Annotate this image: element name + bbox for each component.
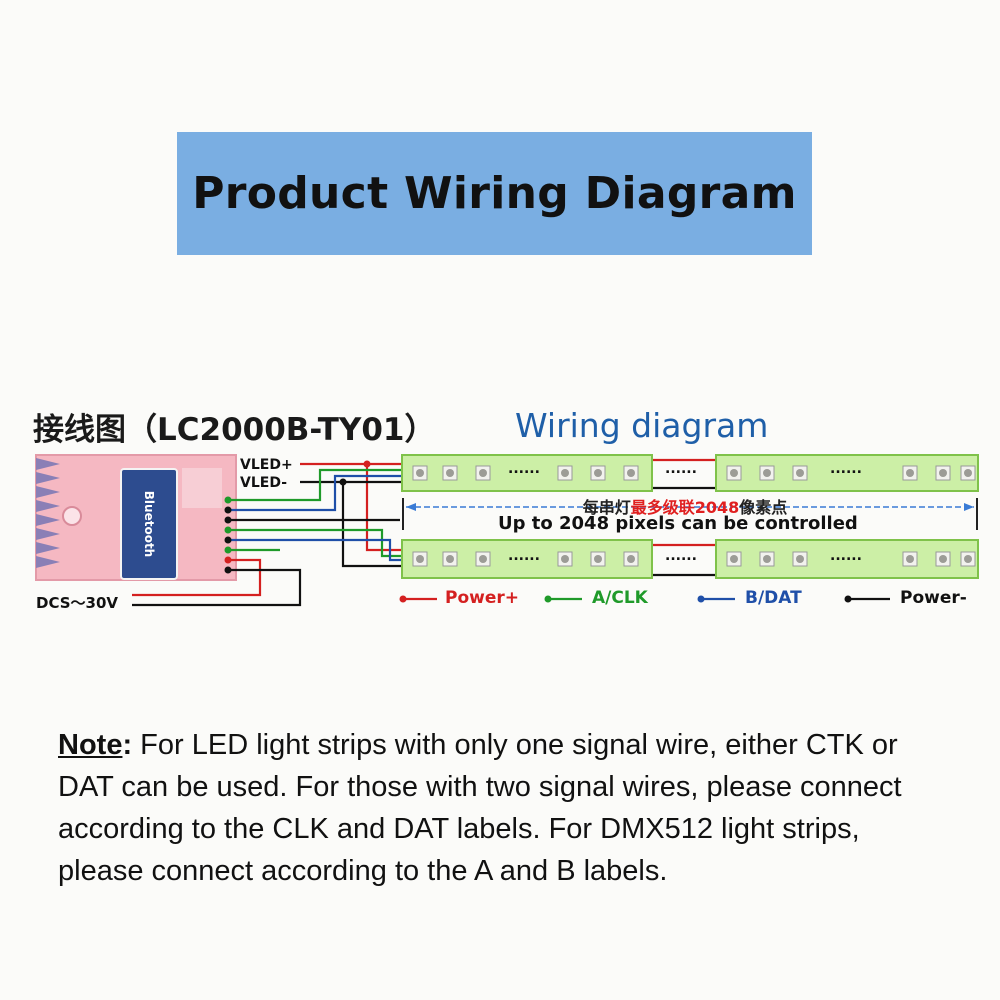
diagram-title-cn: 接线图（LC2000B-TY01） bbox=[33, 412, 436, 448]
led-chip-lens bbox=[939, 555, 947, 563]
led-chip-lens bbox=[796, 469, 804, 477]
mounting-hole bbox=[62, 506, 82, 526]
led-chip-lens bbox=[561, 555, 569, 563]
legend-a-clk: A/CLK bbox=[592, 588, 648, 608]
pixels-cn-highlight: 最多级联2048 bbox=[630, 498, 740, 517]
led-chip-lens bbox=[446, 555, 454, 563]
junction-dots bbox=[224, 460, 371, 574]
legend-markers bbox=[399, 595, 890, 603]
led-chip-lens bbox=[763, 555, 771, 563]
note-heading: Note bbox=[58, 729, 123, 761]
legend-b-dat: B/DAT bbox=[745, 588, 802, 608]
pixels-cn-prefix: 每串灯 bbox=[582, 498, 631, 517]
led-chip-lens bbox=[627, 555, 635, 563]
strip-dots-5: ...... bbox=[665, 548, 697, 564]
led-chip-lens bbox=[416, 555, 424, 563]
led-chip-lens bbox=[730, 555, 738, 563]
led-chip-lens bbox=[763, 469, 771, 477]
led-chip-lens bbox=[796, 555, 804, 563]
strip-dots-6: ...... bbox=[830, 548, 862, 564]
led-chip-lens bbox=[594, 555, 602, 563]
pixels-note-en: Up to 2048 pixels can be controlled bbox=[498, 513, 858, 534]
board-edge-pins bbox=[36, 458, 60, 568]
led-chip-lens bbox=[906, 469, 914, 477]
strip-dots-1: ...... bbox=[508, 461, 540, 477]
led-chip-lens bbox=[446, 469, 454, 477]
led-chip-lens bbox=[964, 469, 972, 477]
led-chip-lens bbox=[939, 469, 947, 477]
diagram-title-en: Wiring diagram bbox=[515, 406, 769, 445]
pixels-note-cn: 每串灯最多级联2048像素点 bbox=[0, 494, 1000, 518]
led-chip-lens bbox=[416, 469, 424, 477]
legend-power-plus: Power+ bbox=[445, 588, 520, 608]
pixel-range-arrow bbox=[402, 498, 978, 530]
pixels-cn-suffix: 像素点 bbox=[739, 498, 788, 517]
led-chip-lens bbox=[479, 469, 487, 477]
banner-title: Product Wiring Diagram bbox=[192, 168, 797, 219]
vled-minus-label: VLED- bbox=[240, 475, 288, 491]
led-chip-lens bbox=[964, 555, 972, 563]
led-chip-lens bbox=[906, 555, 914, 563]
strip-dots-3: ...... bbox=[830, 461, 862, 477]
led-chip-lens bbox=[479, 555, 487, 563]
legend-power-minus: Power- bbox=[900, 588, 967, 608]
led-chip-lens bbox=[594, 469, 602, 477]
power-input-label: DCS～30V bbox=[36, 594, 119, 612]
strip-dots-4: ...... bbox=[508, 548, 540, 564]
wires bbox=[132, 458, 716, 607]
title-banner: Product Wiring Diagram bbox=[177, 132, 812, 255]
note-text: For LED light strips with only one signa… bbox=[58, 729, 902, 887]
vled-plus-label: VLED+ bbox=[240, 457, 293, 473]
strip-dots-2: ...... bbox=[665, 461, 697, 477]
led-strips bbox=[401, 454, 979, 579]
note-paragraph: Note: For LED light strips with only one… bbox=[58, 729, 902, 887]
led-chip-lens bbox=[627, 469, 635, 477]
led-chip-lens bbox=[730, 469, 738, 477]
bluetooth-module-label: Bluetooth bbox=[120, 468, 178, 580]
led-chip-lens bbox=[561, 469, 569, 477]
